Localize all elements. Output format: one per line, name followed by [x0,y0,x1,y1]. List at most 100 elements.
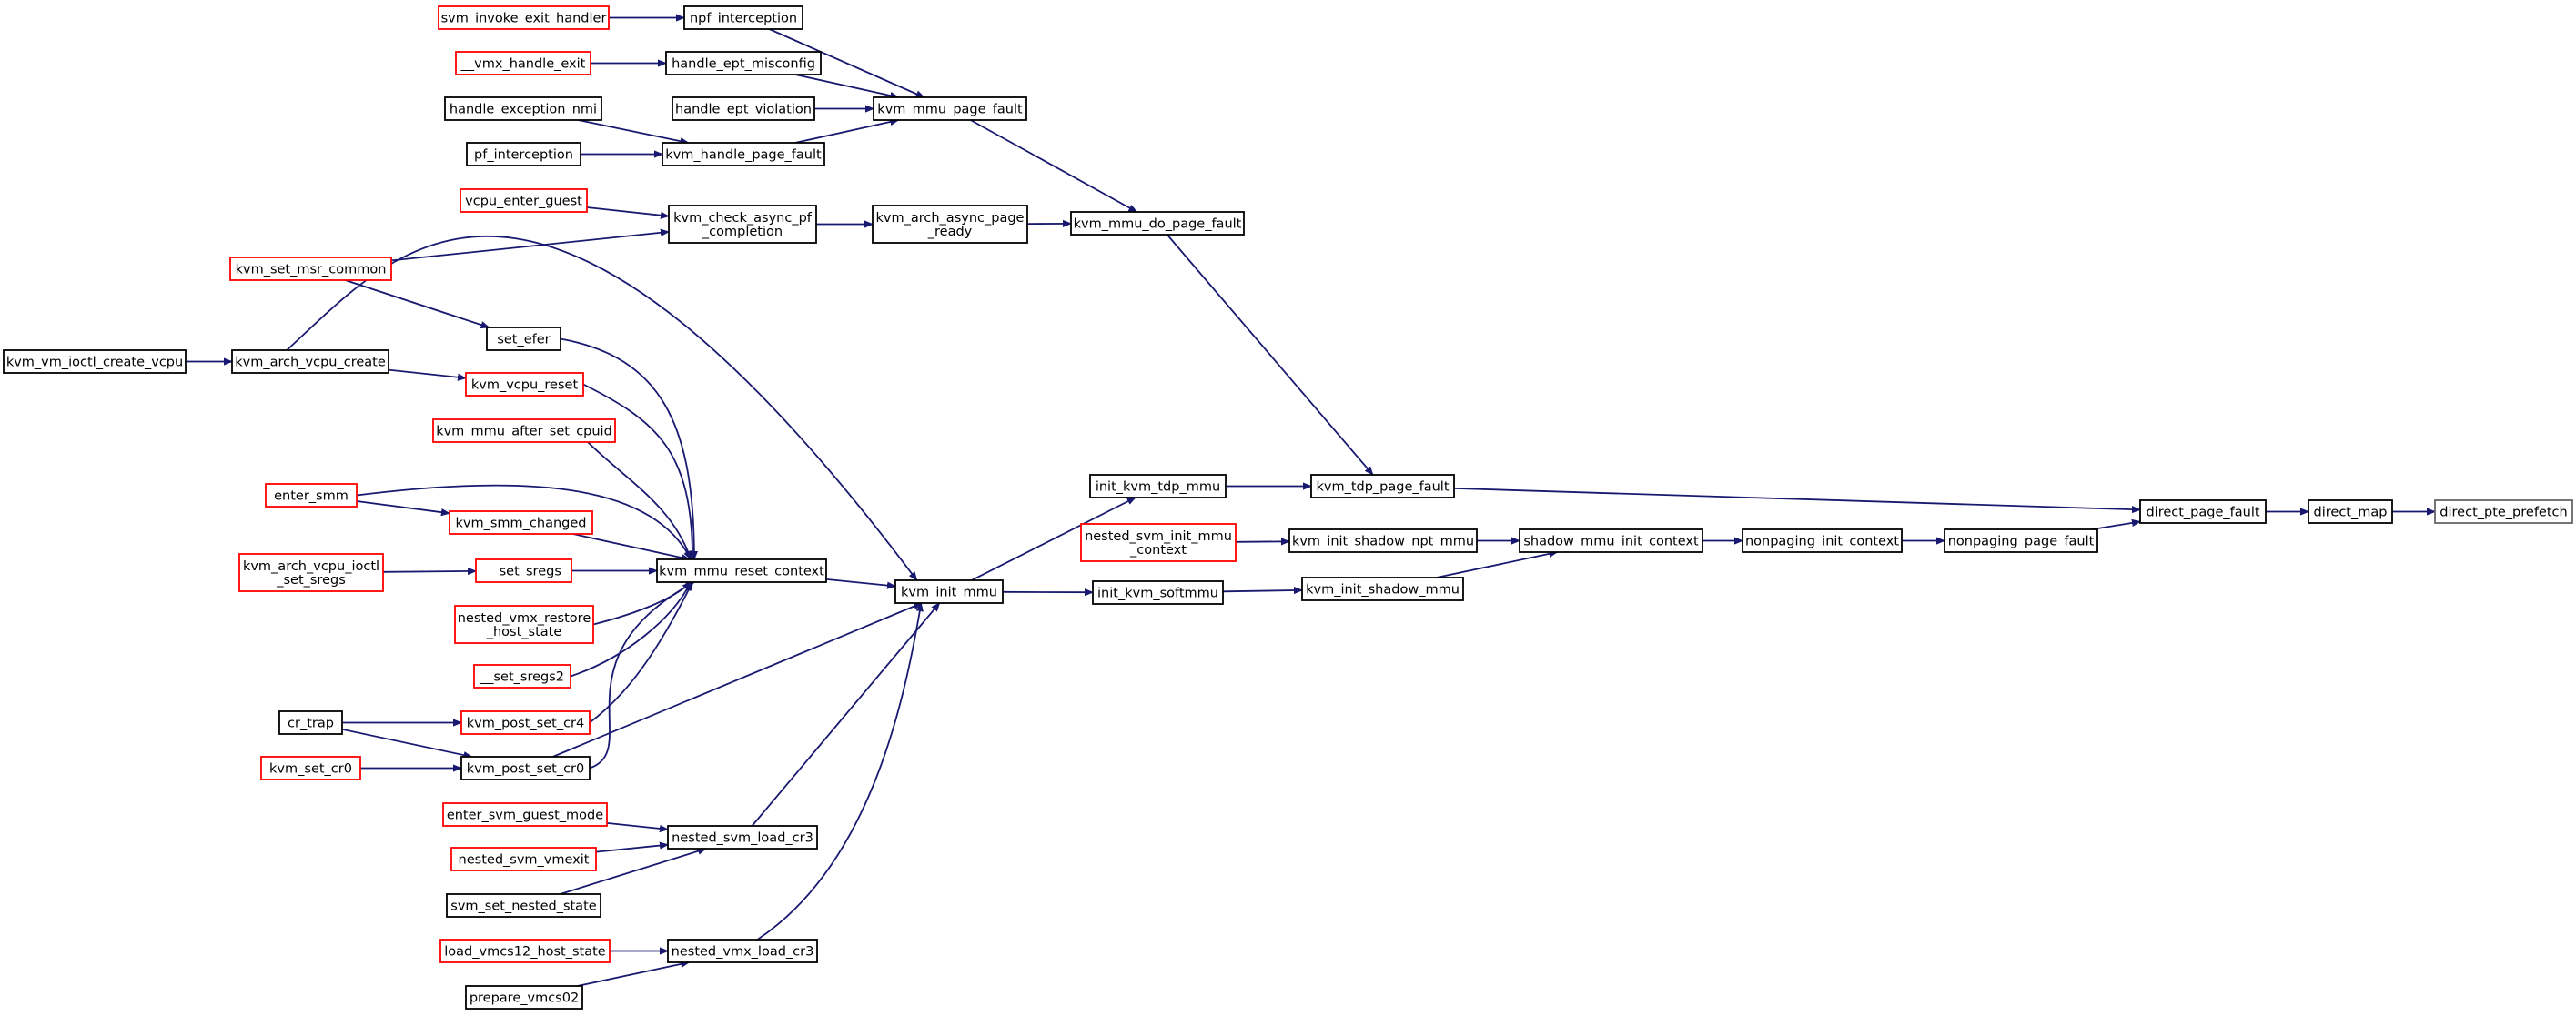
edge-enter_smm-to-kvm_smm_changed [356,500,450,513]
node-label: handle_ept_misconfig [672,57,815,72]
node-npf_interception[interactable]: npf_interception [683,5,803,30]
node-kvm_set_cr0[interactable]: kvm_set_cr0 [260,756,361,780]
node-kvm_post_set_cr0[interactable]: kvm_post_set_cr0 [460,756,591,780]
node-box [449,510,593,535]
node-kvm_vm_ioctl_create_vcpu[interactable]: kvm_vm_ioctl_create_vcpu [3,349,187,374]
node-label: kvm_vcpu_reset [471,378,579,393]
node-label: kvm_init_shadow_mmu [1306,583,1460,598]
node-box [229,257,392,281]
edge-nested_svm_load_cr3-to-kvm_init_mmu [751,603,940,827]
node-label: npf_interception [690,12,797,26]
node-kvm_tdp_page_fault[interactable]: kvm_tdp_page_fault [1310,474,1455,498]
node-kvm_check_async_pf_completion[interactable]: kvm_check_async_pf_completion [668,205,817,244]
node-nested_vmx_restore_host_state[interactable]: nested_vmx_restore_host_state [454,605,594,644]
edge-kvm_post_set_cr4-to-kvm_mmu_reset_context [589,582,693,724]
node-box [460,756,591,780]
node-box [1092,580,1224,605]
node-set_efer[interactable]: set_efer [486,327,561,351]
node-kvm_arch_vcpu_create[interactable]: kvm_arch_vcpu_create [231,349,389,374]
node-nested_svm_init_mmu_context[interactable]: nested_svm_init_mmu_context [1080,523,1237,562]
node-nonpaging_page_fault[interactable]: nonpaging_page_fault [1944,528,2098,553]
edge-init_kvm_softmmu-to-kvm_init_shadow_mmu [1222,590,1302,591]
node-nested_svm_vmexit[interactable]: nested_svm_vmexit [450,847,597,871]
node-nested_vmx_load_cr3[interactable]: nested_vmx_load_cr3 [667,939,818,963]
edge-handle_exception_nmi-to-kvm_handle_page_fault [578,119,689,143]
edge-enter_svm_guest_mode-to-nested_svm_load_cr3 [606,822,668,830]
node-box [1301,577,1464,601]
node-prepare_vmcs02[interactable]: prepare_vmcs02 [465,985,583,1010]
node-label: _host_state [486,625,562,639]
node-box [1310,474,1455,498]
node-kvm_init_shadow_mmu[interactable]: kvm_init_shadow_mmu [1301,577,1464,601]
node-kvm_mmu_page_fault[interactable]: kvm_mmu_page_fault [873,96,1027,121]
node-nested_svm_load_cr3[interactable]: nested_svm_load_cr3 [667,825,818,850]
node-label: kvm_mmu_reset_context [659,565,824,579]
node-load_vmcs12_host_state[interactable]: load_vmcs12_host_state [439,939,611,963]
node-vcpu_enter_guest[interactable]: vcpu_enter_guest [460,188,588,213]
node-kvm_smm_changed[interactable]: kvm_smm_changed [449,510,593,535]
node-label: kvm_vm_ioctl_create_vcpu [6,356,183,370]
node-handle_ept_misconfig[interactable]: handle_ept_misconfig [665,51,822,75]
node-enter_svm_guest_mode[interactable]: enter_svm_guest_mode [442,802,608,827]
node-label: shadow_mmu_init_context [1523,535,1699,549]
node-label: kvm_handle_page_fault [665,148,822,163]
node-handle_exception_nmi[interactable]: handle_exception_nmi [444,96,602,121]
node-label: svm_set_nested_state [450,900,596,914]
node-label: nested_vmx_restore [458,611,591,626]
node-shadow_mmu_init_context[interactable]: shadow_mmu_init_context [1519,528,1703,553]
node-enter_smm[interactable]: enter_smm [265,483,358,508]
node-kvm_post_set_cr4[interactable]: kvm_post_set_cr4 [460,710,591,735]
node-kvm_set_msr_common[interactable]: kvm_set_msr_common [229,257,392,281]
edge-nested_vmx_load_cr3-to-kvm_init_mmu [756,603,921,941]
edge-nested_svm_init_mmu_context-to-kvm_init_shadow_npt_mmu [1235,541,1289,542]
node-svm_invoke_exit_handler[interactable]: svm_invoke_exit_handler [438,5,610,30]
edge-kvm_arch_vcpu_ioctl_set_sregs-to-set_sregs [382,571,476,572]
node-box [454,605,594,644]
node-svm_set_nested_state[interactable]: svm_set_nested_state [446,893,601,918]
node-box [455,51,591,75]
node-label: nested_svm_vmexit [459,853,590,868]
node-cr_trap[interactable]: cr_trap [278,710,343,735]
node-box [667,939,818,963]
node-set_sregs2[interactable]: __set_sregs2 [473,664,571,689]
node-direct_page_fault[interactable]: direct_page_fault [2139,499,2267,524]
edge-prepare_vmcs02-to-nested_vmx_load_cr3 [577,962,689,987]
node-box [439,939,611,963]
node-box [1944,528,2098,553]
node-init_kvm_softmmu[interactable]: init_kvm_softmmu [1092,580,1224,605]
node-box [1288,528,1478,553]
node-kvm_init_shadow_npt_mmu[interactable]: kvm_init_shadow_npt_mmu [1288,528,1478,553]
node-pf_interception[interactable]: pf_interception [466,142,581,166]
node-label: direct_page_fault [2146,506,2259,520]
node-set_sregs[interactable]: __set_sregs [475,558,572,583]
node-kvm_vcpu_reset[interactable]: kvm_vcpu_reset [465,372,584,397]
node-label: kvm_init_shadow_npt_mmu [1292,535,1474,549]
node-label: kvm_mmu_after_set_cpuid [436,425,612,439]
node-label: kvm_check_async_pf [673,211,813,226]
node-direct_map[interactable]: direct_map [2308,499,2393,524]
node-kvm_init_mmu[interactable]: kvm_init_mmu [894,579,1004,604]
node-nonpaging_init_context[interactable]: nonpaging_init_context [1742,528,1903,553]
node-label: _context [1129,543,1187,558]
node-kvm_handle_page_fault[interactable]: kvm_handle_page_fault [662,142,825,166]
node-kvm_arch_async_page_ready[interactable]: kvm_arch_async_page_ready [872,205,1028,244]
node-vmx_handle_exit[interactable]: __vmx_handle_exit [455,51,591,75]
node-box [265,483,358,508]
node-kvm_mmu_after_set_cpuid[interactable]: kvm_mmu_after_set_cpuid [432,418,616,443]
node-box [465,985,583,1010]
node-box [872,205,1028,244]
node-kvm_mmu_reset_context[interactable]: kvm_mmu_reset_context [656,558,827,583]
node-handle_ept_violation[interactable]: handle_ept_violation [672,96,815,121]
node-box [1089,474,1227,498]
node-init_kvm_tdp_mmu[interactable]: init_kvm_tdp_mmu [1089,474,1227,498]
node-label: _ready [927,225,973,239]
node-label: direct_map [2314,506,2388,520]
edge-nonpaging_page_fault-to-direct_page_fault [2091,522,2140,530]
edge-set_efer-to-kvm_mmu_reset_context [560,337,694,560]
node-label: __vmx_handle_exit [460,57,586,72]
node-label: cr_trap [288,717,334,731]
node-direct_pte_prefetch[interactable]: direct_pte_prefetch [2434,499,2573,524]
node-kvm_arch_vcpu_ioctl_set_sregs[interactable]: kvm_arch_vcpu_ioctl_set_sregs [238,553,384,592]
node-kvm_mmu_do_page_fault[interactable]: kvm_mmu_do_page_fault [1070,211,1245,236]
